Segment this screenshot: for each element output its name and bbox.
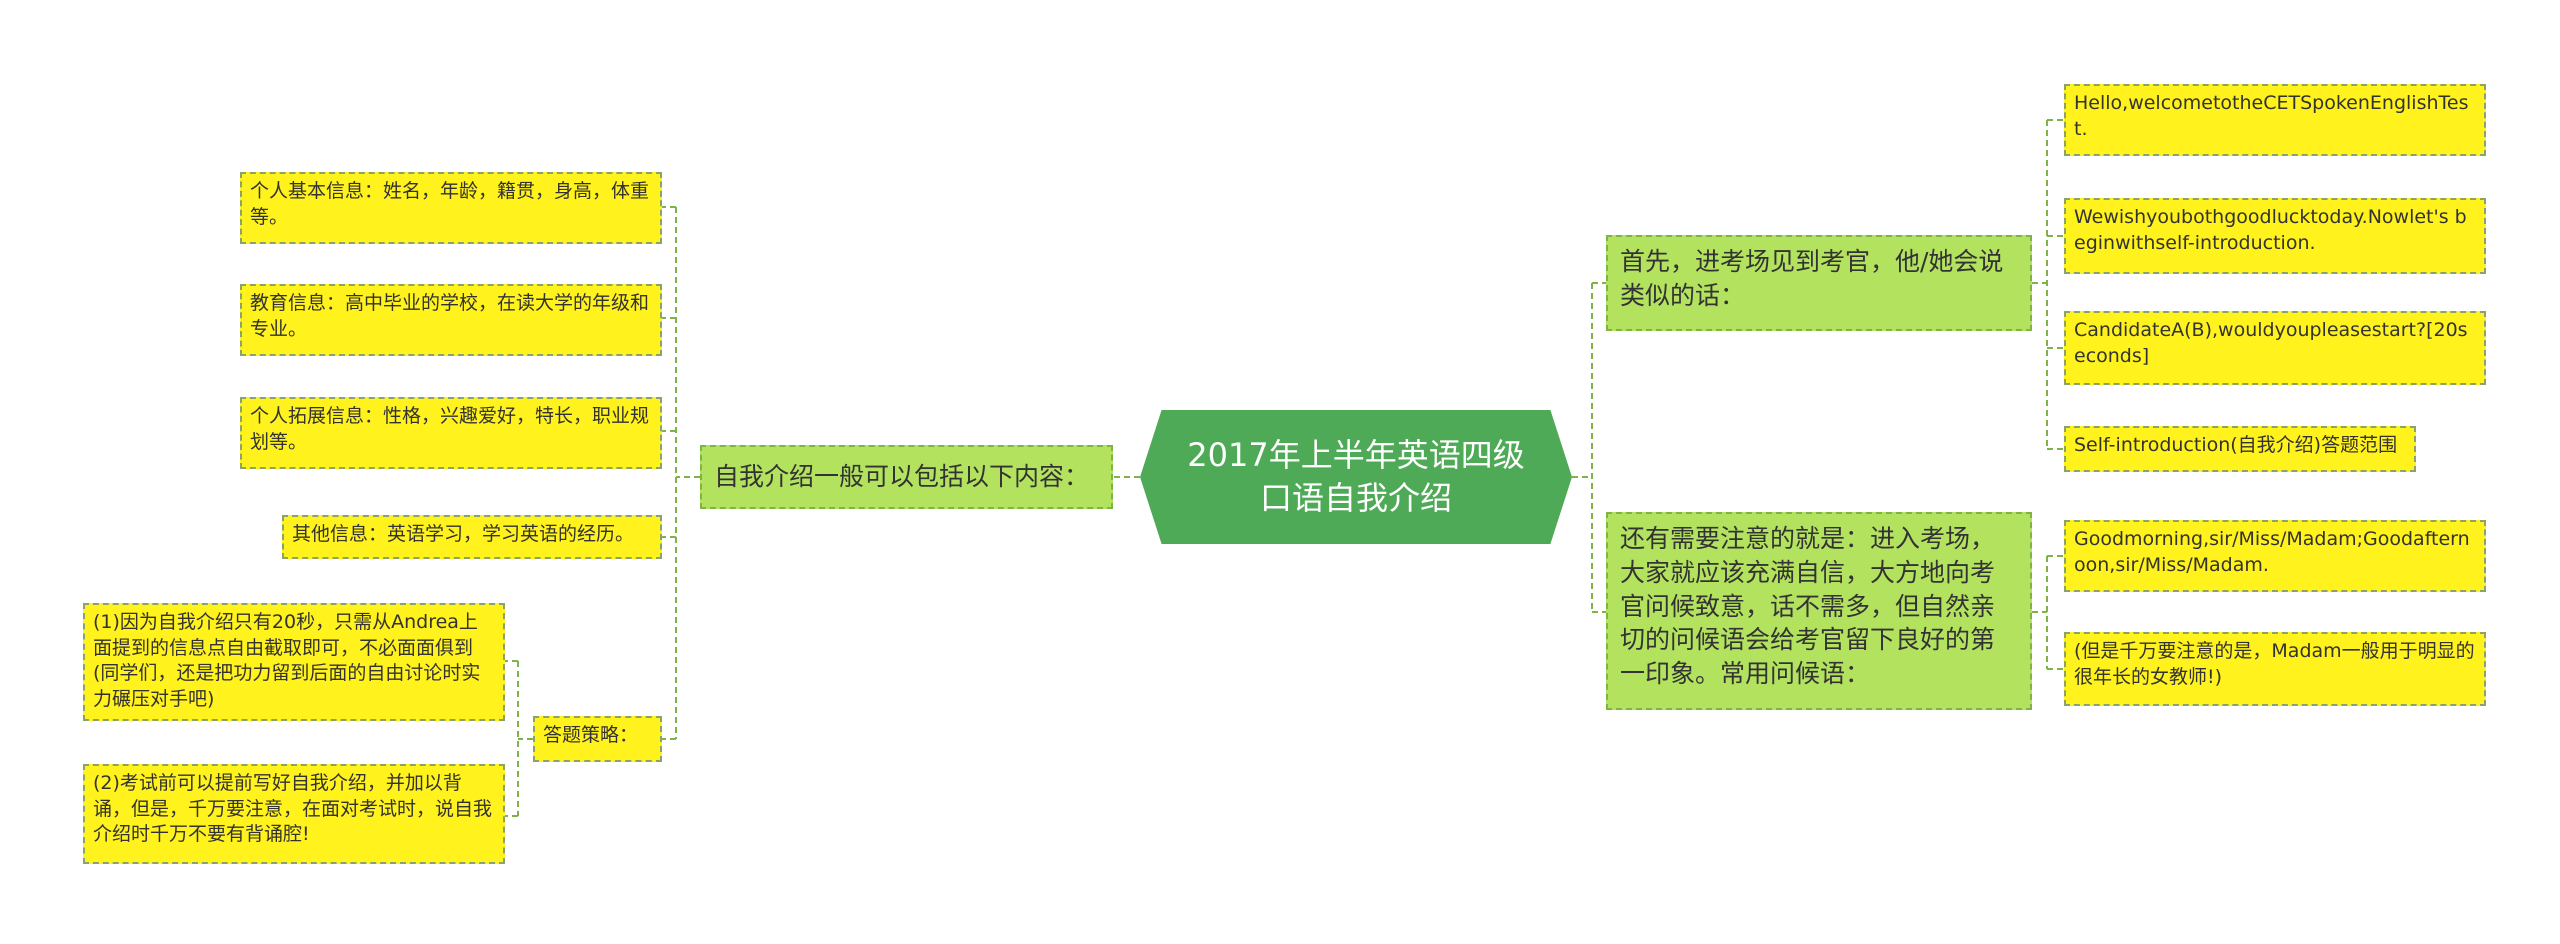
leaf-education-info[interactable]: 教育信息：高中毕业的学校，在读大学的年级和专业。	[240, 284, 662, 356]
root-topic[interactable]: 2017年上半年英语四级口语自我介绍	[1140, 410, 1572, 544]
leaf-text: Wewishyoubothgoodlucktoday.Nowlet's begi…	[2074, 206, 2467, 254]
leaf-text: 个人基本信息：姓名，年龄，籍贯，身高，体重等。	[250, 180, 650, 228]
leaf-text: 其他信息：英语学习，学习英语的经历。	[292, 523, 635, 545]
leaf-text: CandidateA(B),wouldyoupleasestart?[20sec…	[2074, 319, 2468, 367]
leaf-text: Self-introduction(自我介绍)答题范围	[2074, 434, 2398, 456]
branch-examiner-greeting[interactable]: 首先，进考场见到考官，他/她会说类似的话：	[1606, 235, 2032, 331]
leaf-text: (2)考试前可以提前写好自我介绍，并加以背诵，但是，千万要注意，在面对考试时，说…	[93, 772, 493, 846]
leaf-good-luck[interactable]: Wewishyoubothgoodlucktoday.Nowlet's begi…	[2064, 198, 2486, 274]
leaf-text: Hello,welcometotheCETSpokenEnglishTest.	[2074, 92, 2469, 140]
leaf-self-intro-scope[interactable]: Self-introduction(自我介绍)答题范围	[2064, 426, 2416, 472]
leaf-strategy-2[interactable]: (2)考试前可以提前写好自我介绍，并加以背诵，但是，千万要注意，在面对考试时，说…	[83, 764, 505, 864]
branch-confidence-greeting[interactable]: 还有需要注意的就是：进入考场，大家就应该充满自信，大方地向考官问候致意，话不需多…	[1606, 512, 2032, 710]
leaf-hello-welcome[interactable]: Hello,welcometotheCETSpokenEnglishTest.	[2064, 84, 2486, 156]
leaf-text: (1)因为自我介绍只有20秒，只需从Andrea上面提到的信息点自由截取即可，不…	[93, 611, 481, 710]
leaf-text: Goodmorning,sir/Miss/Madam;Goodafternoon…	[2074, 528, 2470, 576]
root-topic-text: 2017年上半年英语四级口语自我介绍	[1187, 435, 1525, 517]
leaf-extended-info[interactable]: 个人拓展信息：性格，兴趣爱好，特长，职业规划等。	[240, 397, 662, 469]
leaf-text: 教育信息：高中毕业的学校，在读大学的年级和专业。	[250, 292, 650, 340]
branch-label: 首先，进考场见到考官，他/她会说类似的话：	[1620, 247, 2004, 310]
branch-self-intro-contents[interactable]: 自我介绍一般可以包括以下内容：	[700, 445, 1113, 509]
leaf-text: (但是千万要注意的是，Madam一般用于明显的很年长的女教师!)	[2074, 640, 2475, 688]
branch-label: 还有需要注意的就是：进入考场，大家就应该充满自信，大方地向考官问候致意，话不需多…	[1620, 524, 1996, 688]
leaf-candidate-start[interactable]: CandidateA(B),wouldyoupleasestart?[20sec…	[2064, 311, 2486, 385]
leaf-text: 个人拓展信息：性格，兴趣爱好，特长，职业规划等。	[250, 405, 650, 453]
leaf-basic-info[interactable]: 个人基本信息：姓名，年龄，籍贯，身高，体重等。	[240, 172, 662, 244]
leaf-answer-strategy[interactable]: 答题策略：	[533, 716, 662, 762]
leaf-good-morning[interactable]: Goodmorning,sir/Miss/Madam;Goodafternoon…	[2064, 520, 2486, 592]
leaf-text: 答题策略：	[543, 724, 639, 746]
leaf-madam-note[interactable]: (但是千万要注意的是，Madam一般用于明显的很年长的女教师!)	[2064, 632, 2486, 706]
leaf-strategy-1[interactable]: (1)因为自我介绍只有20秒，只需从Andrea上面提到的信息点自由截取即可，不…	[83, 603, 505, 721]
branch-label: 自我介绍一般可以包括以下内容：	[714, 462, 1090, 492]
leaf-other-info[interactable]: 其他信息：英语学习，学习英语的经历。	[282, 515, 662, 559]
